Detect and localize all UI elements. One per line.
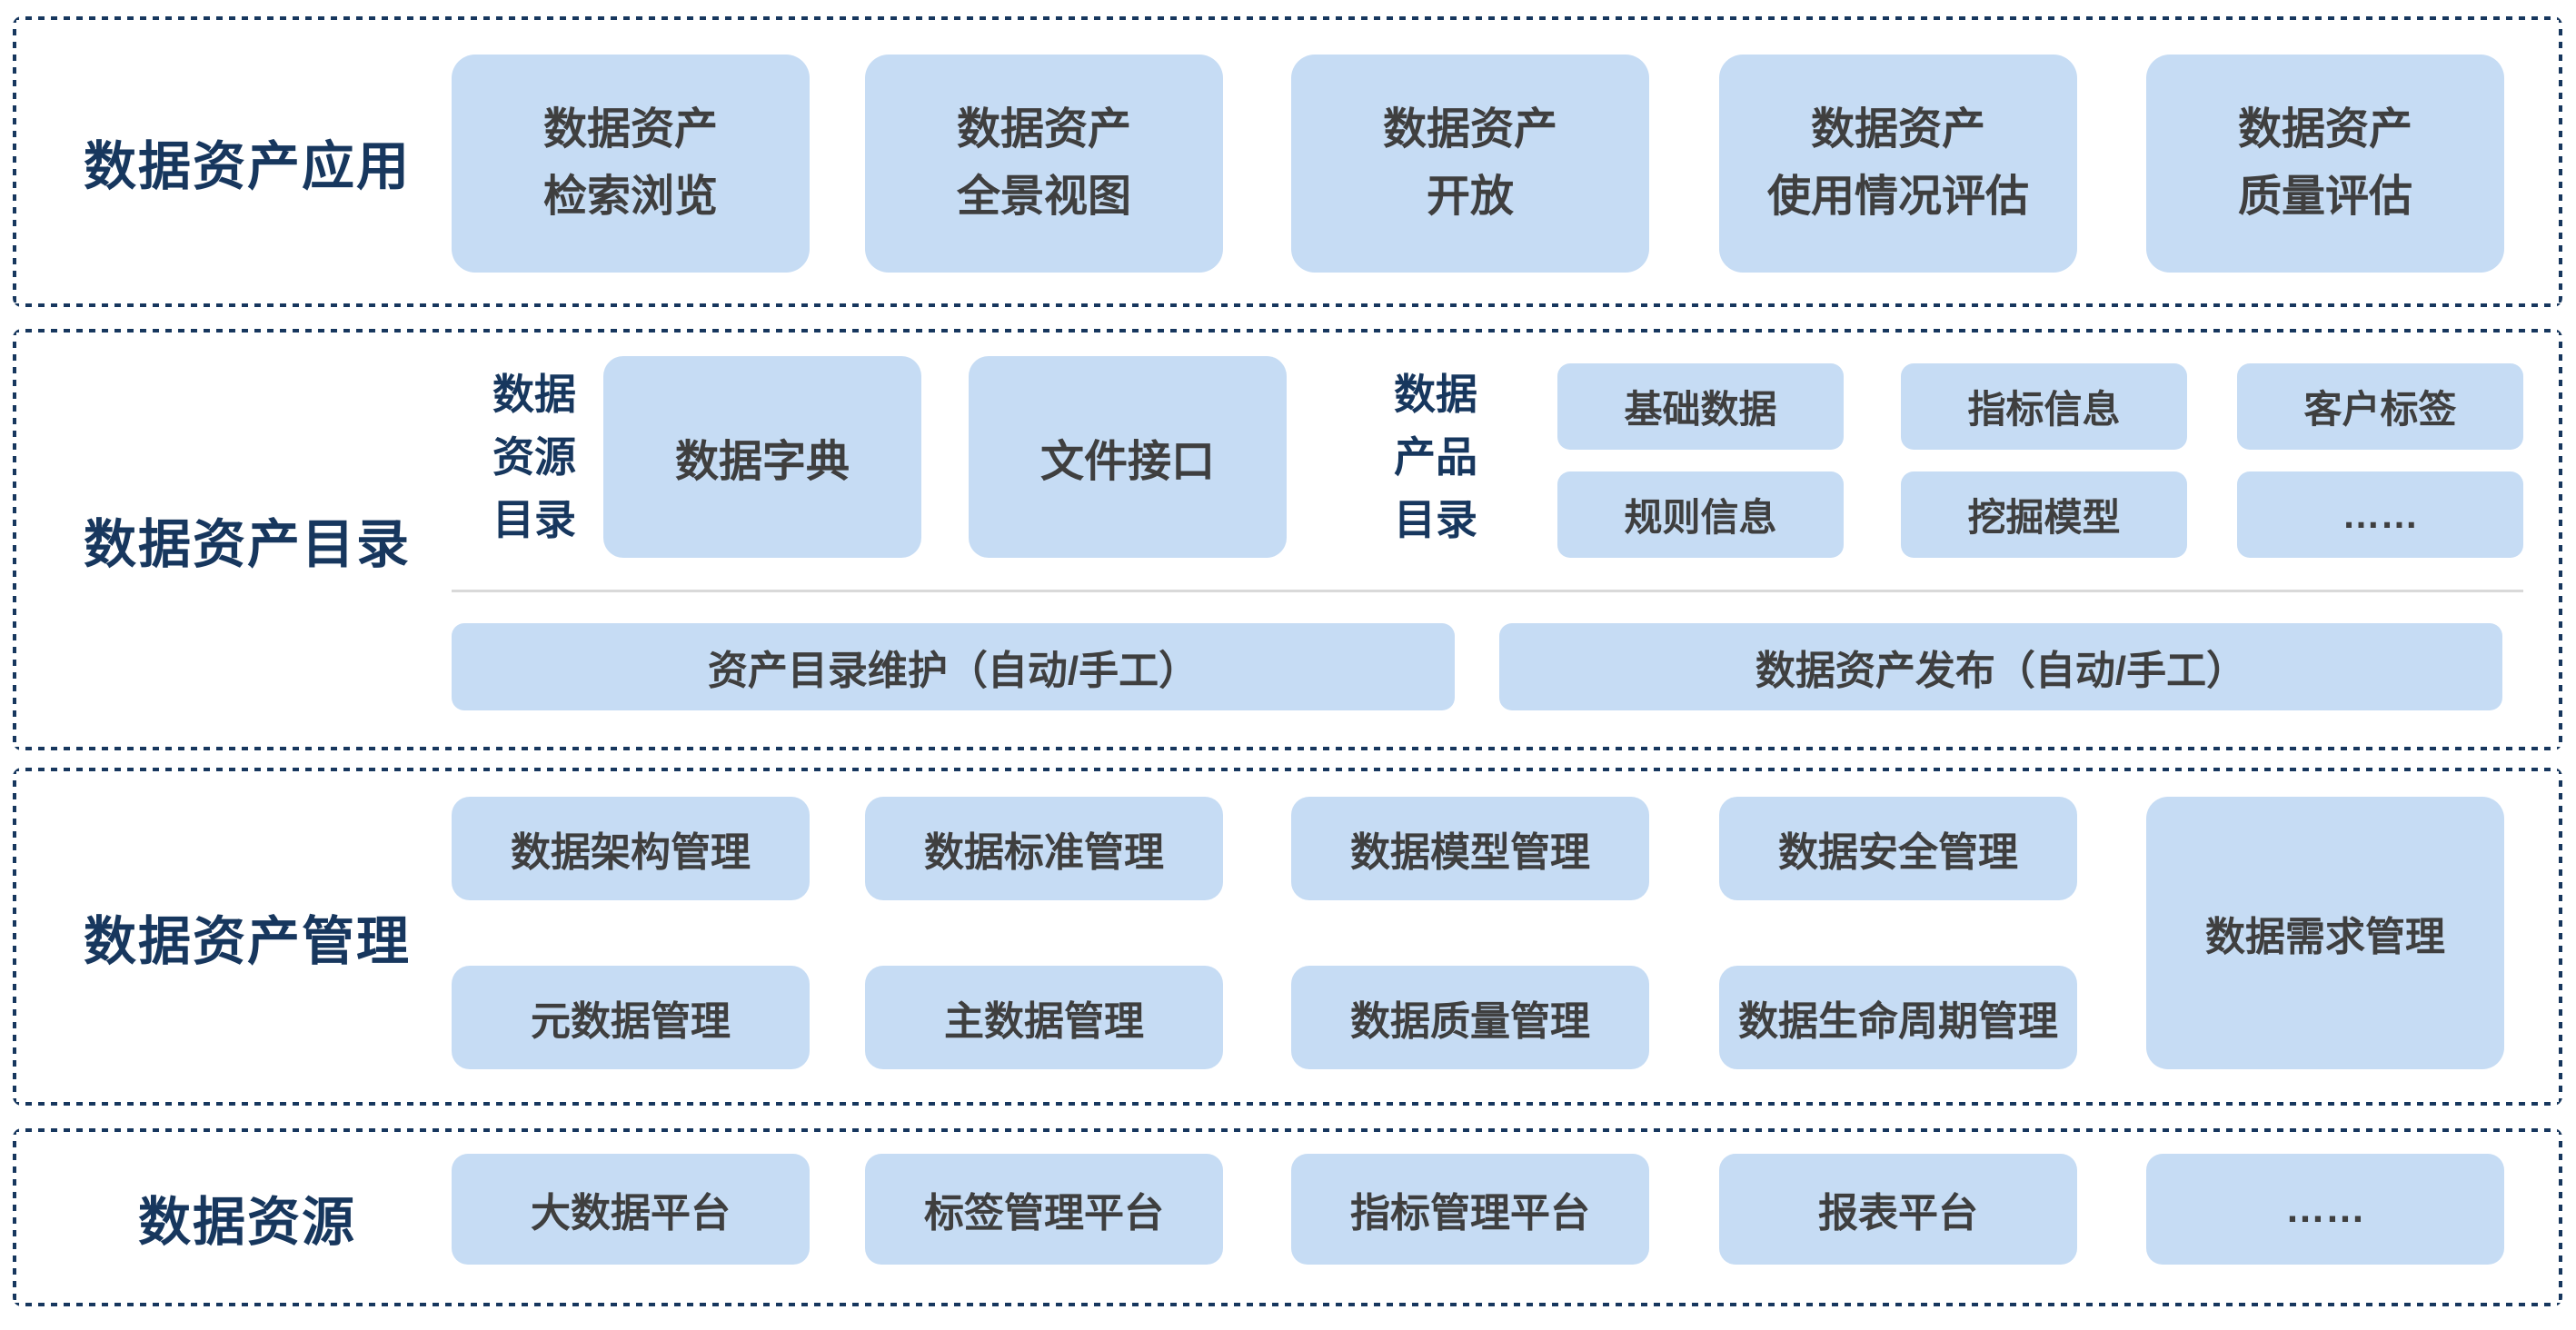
app-box-search-browse: 数据资产 检索浏览 — [452, 55, 810, 273]
box-catalog-maintenance: 资产目录维护（自动/手工） — [452, 623, 1455, 710]
section-application: 数据资产应用 数据资产 检索浏览 数据资产 全景视图 数据资产 开放 数据资产 … — [13, 16, 2562, 307]
box-master-data-mgmt: 主数据管理 — [865, 966, 1223, 1069]
box-data-security-mgmt: 数据安全管理 — [1719, 797, 2077, 900]
app-box-open: 数据资产 开放 — [1291, 55, 1649, 273]
box-resource-ellipsis: …… — [2146, 1154, 2504, 1265]
box-tag-mgmt-platform: 标签管理平台 — [865, 1154, 1223, 1265]
app-box-quality-evaluation: 数据资产 质量评估 — [2146, 55, 2504, 273]
box-data-architecture-mgmt: 数据架构管理 — [452, 797, 810, 900]
box-indicator-info: 指标信息 — [1901, 363, 2187, 450]
box-big-data-platform: 大数据平台 — [452, 1154, 810, 1265]
box-data-dictionary: 数据字典 — [603, 356, 921, 558]
box-product-ellipsis: …… — [2237, 471, 2523, 558]
catalog-divider-line — [452, 590, 2523, 592]
box-data-demand-mgmt: 数据需求管理 — [2146, 797, 2504, 1069]
resource-catalog-label: 数据 资源 目录 — [492, 370, 576, 543]
box-basic-data: 基础数据 — [1557, 363, 1844, 450]
product-catalog-label: 数据 产品 目录 — [1394, 370, 1477, 543]
box-report-platform: 报表平台 — [1719, 1154, 2077, 1265]
box-file-interface: 文件接口 — [969, 356, 1287, 558]
section-label-application: 数据资产应用 — [83, 137, 411, 196]
section-resources: 数据资源 大数据平台 标签管理平台 指标管理平台 报表平台 …… — [13, 1128, 2562, 1306]
section-label-catalog: 数据资产目录 — [83, 515, 411, 574]
app-box-panorama-view: 数据资产 全景视图 — [865, 55, 1223, 273]
box-rule-info: 规则信息 — [1557, 471, 1844, 558]
box-metadata-mgmt: 元数据管理 — [452, 966, 810, 1069]
box-data-model-mgmt: 数据模型管理 — [1291, 797, 1649, 900]
section-catalog: 数据资产目录 数据 资源 目录 数据字典 文件接口 数据 产品 目录 基础数据 … — [13, 329, 2562, 750]
box-data-lifecycle-mgmt: 数据生命周期管理 — [1719, 966, 2077, 1069]
box-data-standard-mgmt: 数据标准管理 — [865, 797, 1223, 900]
box-data-quality-mgmt: 数据质量管理 — [1291, 966, 1649, 1069]
section-management: 数据资产管理 数据架构管理 数据标准管理 数据模型管理 数据安全管理 元数据管理… — [13, 768, 2562, 1106]
box-indicator-mgmt-platform: 指标管理平台 — [1291, 1154, 1649, 1265]
section-label-resources: 数据资源 — [137, 1193, 356, 1252]
box-mining-model: 挖掘模型 — [1901, 471, 2187, 558]
section-label-management: 数据资产管理 — [83, 912, 411, 971]
box-customer-tag: 客户标签 — [2237, 363, 2523, 450]
app-box-usage-evaluation: 数据资产 使用情况评估 — [1719, 55, 2077, 273]
box-asset-publish: 数据资产发布（自动/手工） — [1499, 623, 2502, 710]
